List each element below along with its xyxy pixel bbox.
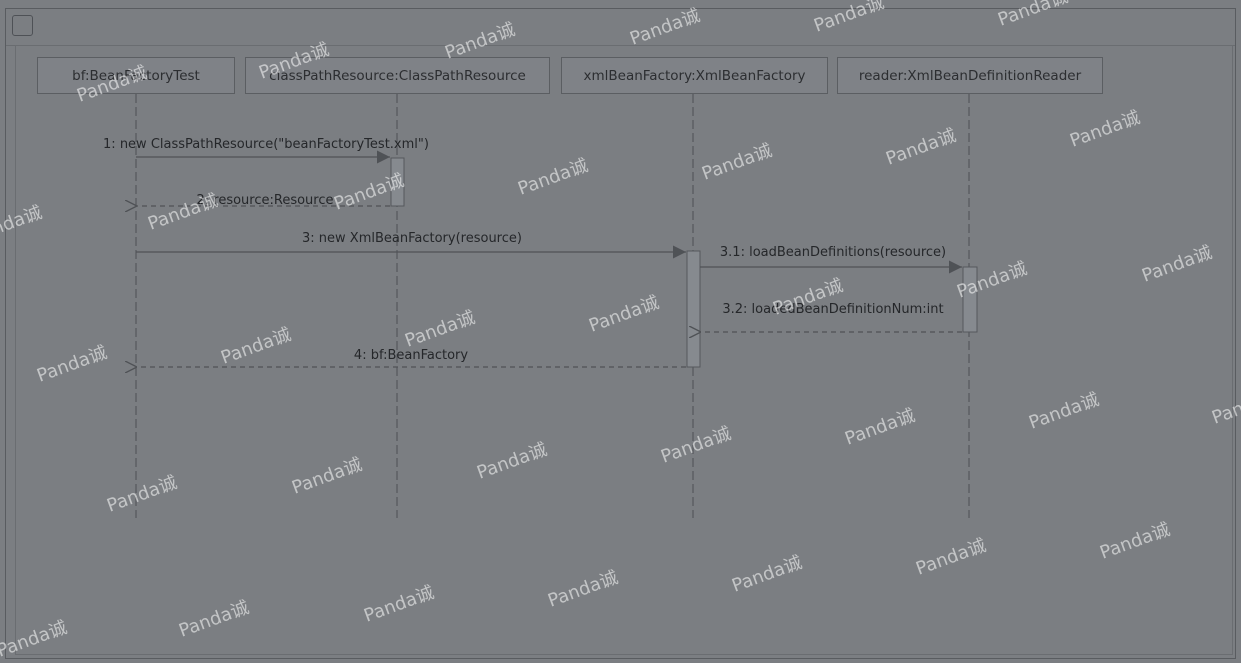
participant-bf[interactable]: bf:BeanFactoryTest [37,57,235,94]
message-3-2-label: 3.2: loadedBeanDefinitionNum:int [722,302,943,317]
message-3-label: 3: new XmlBeanFactory(resource) [302,231,522,246]
message-1-label: 1: new ClassPathResource("beanFactoryTes… [103,137,429,152]
activation-reader [962,266,978,333]
activation-classpathresource [390,157,405,207]
frame-icon[interactable] [12,15,33,36]
message-2-label: 2: resource:Resource [196,193,333,208]
diagram-frame [5,8,1236,659]
activation-xmlbeanfactory [686,250,701,368]
diagram-canvas [15,45,1233,655]
message-4-label: 4: bf:BeanFactory [354,348,468,363]
participant-reader[interactable]: reader:XmlBeanDefinitionReader [837,57,1103,94]
participant-classpathresource[interactable]: classPathResource:ClassPathResource [245,57,550,94]
participant-xmlbeanfactory[interactable]: xmlBeanFactory:XmlBeanFactory [561,57,828,94]
message-3-1-label: 3.1: loadBeanDefinitions(resource) [720,245,946,260]
